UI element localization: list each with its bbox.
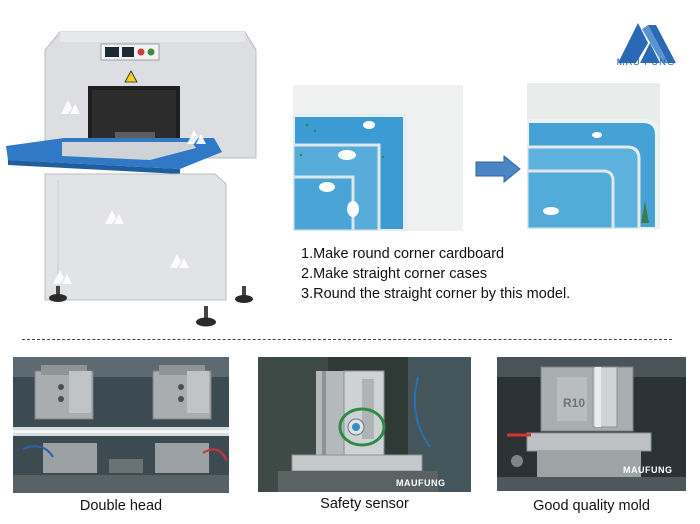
rounded-corner-cases-photo: [527, 83, 660, 229]
caption-double-head: Double head: [79, 498, 163, 514]
caption-safety-sensor: Safety sensor: [320, 496, 409, 512]
logo-text: MAU FUNG: [616, 57, 676, 68]
square-corner-cases-photo: [293, 85, 463, 231]
mold-photo: R10 MAUFUNG: [497, 357, 686, 491]
step-2: 2.Make straight corner cases: [301, 266, 488, 282]
double-head-photo: [13, 357, 229, 493]
mau-fung-logo: [618, 23, 676, 63]
dashed-divider: [22, 339, 672, 340]
watermark-text: MAUFUNG: [623, 465, 673, 475]
right-arrow-icon: [475, 155, 521, 183]
watermark-text: MAUFUNG: [396, 478, 446, 488]
display-screen: [105, 47, 119, 57]
caption-good-quality-mold: Good quality mold: [533, 498, 650, 514]
step-1: 1.Make round corner cardboard: [301, 246, 505, 262]
process-steps: 1.Make round corner cardboard 2.Make str…: [301, 244, 661, 304]
safety-sensor-photo: MAUFUNG: [258, 357, 471, 492]
mold-label: R10: [563, 396, 585, 410]
corner-rounding-machine-photo: [6, 31, 257, 327]
step-3: 3.Round the straight corner by this mode…: [301, 286, 571, 302]
